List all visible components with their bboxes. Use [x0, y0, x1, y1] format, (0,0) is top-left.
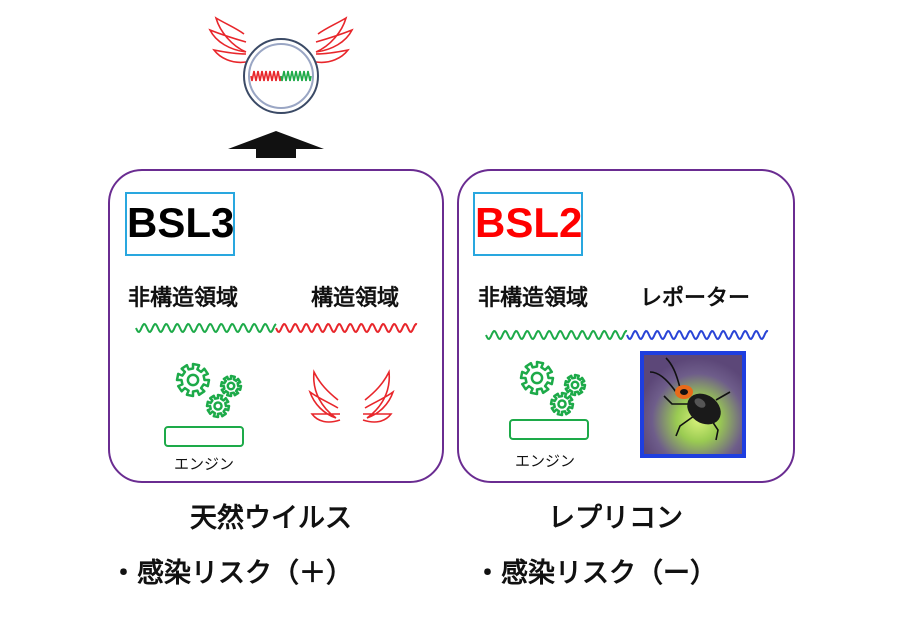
bsl2-box: BSL2 [473, 192, 583, 256]
right-engine-box [509, 419, 589, 440]
left-caption-risk: ・感染リスク（＋） [110, 558, 353, 589]
left-structural-label: 構造領域 [311, 286, 400, 311]
left-wing-icon [208, 16, 247, 64]
right-wing-icon [315, 16, 354, 64]
left-nonstructural-label: 非構造領域 [128, 286, 239, 311]
right-nonstructural-label: 非構造領域 [478, 286, 589, 311]
right-engine-label: エンジン [515, 452, 576, 470]
right-reporter-label: レポーター [640, 286, 751, 311]
right-caption-risk: ・感染リスク（ー） [474, 558, 717, 589]
left-caption-title: 天然ウイルス [190, 503, 352, 534]
bsl2-label: BSL2 [475, 199, 583, 246]
right-caption-title: レプリコン [548, 503, 683, 534]
left-engine-label: エンジン [174, 455, 235, 473]
bsl3-label: BSL3 [127, 199, 235, 246]
up-arrow-icon [228, 131, 324, 158]
left-engine-box [164, 426, 244, 447]
bsl3-box: BSL3 [125, 192, 235, 256]
